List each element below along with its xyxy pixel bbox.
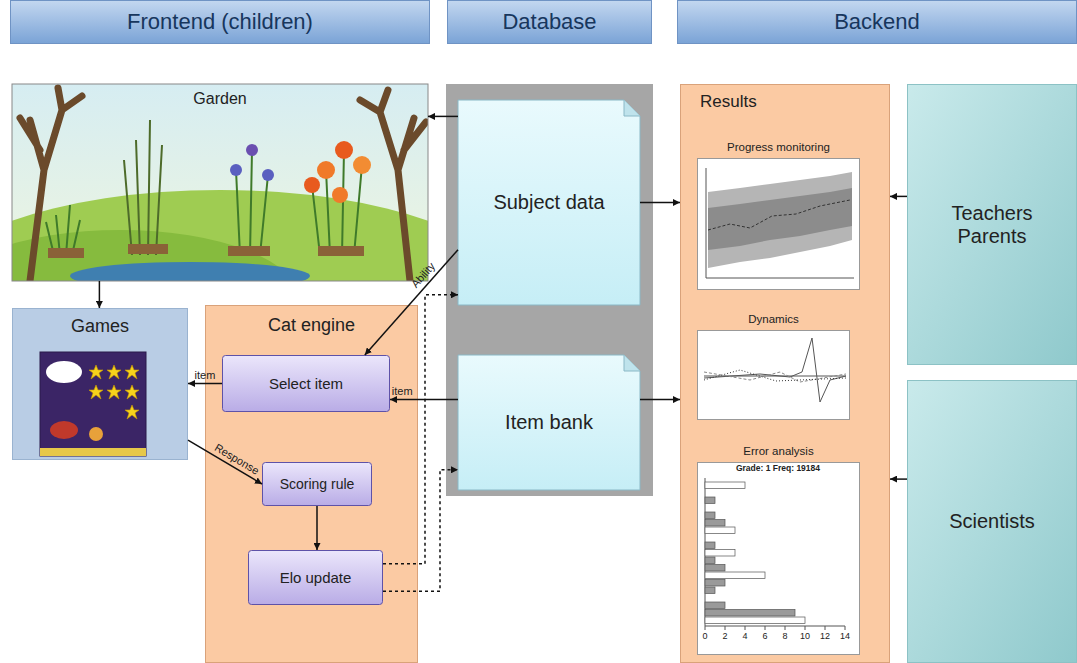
progress-plot (706, 168, 854, 278)
node-text: Item bank (505, 411, 593, 434)
axis-tick-label: 6 (762, 632, 767, 642)
node-text: Cat engine (268, 315, 355, 336)
box-shape (448, 1, 652, 44)
document-fold (624, 355, 640, 371)
garden-illustration (12, 84, 428, 281)
section-header: Frontend (children) (10, 0, 430, 44)
section-header: Database (447, 0, 652, 44)
database-panel (446, 84, 653, 496)
histogram (705, 478, 845, 630)
flow-arrow (188, 440, 262, 484)
box-shape (206, 306, 418, 663)
axis-tick-label: 8 (782, 632, 787, 642)
garden-panel: Garden (12, 84, 428, 281)
process-box: Select item (222, 355, 390, 412)
axis-tick-label: 14 (840, 632, 850, 642)
dynamics-plot (704, 338, 846, 402)
axis-tick-label: 10 (800, 632, 810, 642)
axis-tick-label: 0 (702, 632, 707, 642)
flow-arrow (428, 116, 458, 118)
node-text: Results (700, 92, 757, 112)
node-text: Teachers Parents (937, 202, 1047, 248)
user-box: Teachers Parents (907, 84, 1077, 365)
box-shape (698, 159, 860, 290)
section-header: Backend (677, 0, 1077, 44)
node-text: Garden (193, 90, 246, 108)
edge-label: Ability (409, 260, 438, 290)
data-store: Item bank (458, 355, 640, 490)
flow-arrow (390, 399, 458, 401)
edge-label: Response (213, 441, 262, 477)
process-box: Elo update (248, 550, 383, 605)
box-shape (223, 356, 390, 412)
plot-frame: Progress monitoring (697, 158, 860, 290)
node-text: Error analysis (743, 445, 813, 458)
flow-arrow (316, 506, 318, 550)
flow-arrow (640, 399, 680, 401)
dotted-arrow (383, 470, 458, 592)
engine-panel: Cat engineSelect itemScoring ruleElo upd… (205, 305, 418, 663)
node-text: Elo update (280, 569, 352, 586)
plot-frame: Error analysis (697, 462, 860, 655)
document-fold (624, 100, 640, 116)
axis-tick-label: 12 (820, 632, 830, 642)
node-text: Backend (834, 9, 920, 34)
flow-arrow (890, 478, 907, 480)
flow-arrow (640, 202, 680, 204)
box-shape (698, 331, 850, 420)
edge-label: item (392, 385, 413, 397)
node-text: Dynamics (748, 313, 798, 326)
box-shape (908, 381, 1077, 663)
document-shape (458, 355, 640, 490)
process-box: Scoring rule (262, 462, 372, 506)
node-text: Progress monitoring (727, 141, 830, 154)
dotted-arrow (383, 295, 458, 564)
node-text: Database (502, 9, 596, 34)
flow-arrow (365, 250, 458, 355)
game-screenshot (40, 352, 146, 456)
user-box: Scientists (907, 380, 1077, 663)
box-shape (908, 85, 1077, 365)
flow-arrow (188, 383, 222, 385)
axis-tick-label: 4 (742, 632, 747, 642)
plot-title: Grade: 1 Freq: 19184 (736, 464, 820, 473)
box-shape (13, 309, 188, 460)
box-shape (249, 551, 383, 605)
box-shape (698, 463, 860, 655)
node-text: Games (71, 316, 129, 337)
box-shape (11, 1, 430, 44)
games-panel: Games (12, 308, 188, 460)
axis-tick-label: 2 (722, 632, 727, 642)
box-shape (678, 1, 1077, 44)
data-store: Subject data (458, 100, 640, 305)
node-text: Subject data (493, 191, 604, 214)
node-text: Scientists (949, 510, 1035, 533)
plot-frame: Dynamics (697, 330, 850, 420)
node-text: Scoring rule (280, 476, 355, 492)
flow-arrow (890, 196, 907, 198)
results-panel: ResultsProgress monitoringDynamicsError … (680, 84, 890, 663)
flow-arrow (99, 281, 101, 308)
node-text: Select item (269, 375, 343, 392)
box-shape (681, 85, 890, 663)
box-shape (263, 463, 372, 506)
document-shape (458, 100, 640, 305)
edge-label: item (195, 368, 216, 380)
node-text: Frontend (children) (127, 9, 313, 34)
